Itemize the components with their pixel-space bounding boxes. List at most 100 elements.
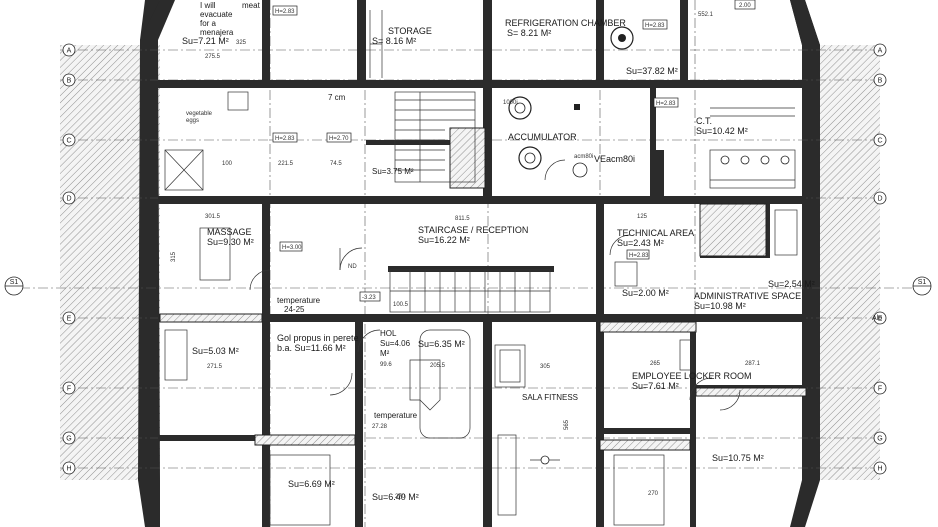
acm-label-2: acm80i — [606, 154, 635, 164]
outer-chamfer-left — [140, 0, 175, 40]
svg-text:74.5: 74.5 — [330, 161, 342, 167]
area-254: Su=2.54 M² — [768, 279, 815, 289]
ct-area: Su=10.42 M² — [696, 126, 748, 136]
svg-text:ND: ND — [348, 264, 357, 270]
note-line-1: I will — [200, 1, 216, 10]
facade-hatch-top — [60, 45, 150, 57]
svg-text:2.00: 2.00 — [739, 3, 751, 9]
eggs-label: eggs — [186, 118, 199, 124]
svg-text:27.28: 27.28 — [372, 424, 388, 430]
svg-text:H=2.83: H=2.83 — [275, 9, 295, 15]
temperature-1-range: 24-25 — [284, 305, 305, 314]
svg-text:F: F — [67, 386, 71, 393]
svg-text:-3.23: -3.23 — [362, 295, 376, 301]
svg-text:221.5: 221.5 — [278, 161, 294, 167]
accumulator-name: ACCUMULATOR — [508, 132, 577, 142]
staircase-area: Su=16.22 M² — [418, 235, 470, 245]
gol-line-2: b.a. Su=11.66 M² — [277, 343, 346, 353]
svg-text:D: D — [877, 196, 882, 203]
dimension-labels: 325 275.5 100 221.5 74.5 811.5 301.5 125… — [171, 12, 761, 500]
fitness-equipment — [409, 329, 560, 516]
svg-text:271.5: 271.5 — [207, 364, 223, 370]
acm-label: acm80i — [574, 154, 593, 160]
area-3782: Su=37.82 M² — [626, 66, 678, 76]
storage-name: STORAGE — [388, 26, 432, 36]
area-721: Su=7.21 M² — [182, 36, 229, 46]
pipe-manifold — [709, 107, 796, 189]
svg-text:125: 125 — [637, 214, 648, 220]
svg-text:325: 325 — [236, 40, 247, 46]
svg-text:H=2.83: H=2.83 — [645, 23, 665, 29]
area-200: Su=2.00 M² — [622, 288, 669, 298]
svg-text:99.6: 99.6 — [380, 362, 392, 368]
locker-area: Su=7.61 M² — [632, 381, 679, 391]
ve-label: VE — [594, 154, 606, 164]
storage-area: S= 8.16 M² — [372, 36, 416, 46]
area-635: Su=6.35 M² — [418, 339, 465, 349]
svg-text:G: G — [877, 436, 882, 443]
vegetable-label: vegetable — [186, 111, 213, 117]
svg-text:H: H — [66, 466, 71, 473]
svg-text:565: 565 — [564, 419, 570, 430]
admin-area: Su=10.98 M² — [694, 301, 746, 311]
facade-hatch-right — [805, 45, 880, 480]
svg-text:552.1: 552.1 — [698, 12, 714, 18]
svg-text:E: E — [67, 316, 72, 323]
height-tags: H=2.83 H=2.83 H=2.83 H=2.83 H=2.70 H=3.0… — [272, 0, 756, 302]
fixtures — [164, 91, 798, 526]
svg-text:301.5: 301.5 — [205, 214, 221, 220]
refrig-area: S= 8.21 M² — [507, 28, 551, 38]
outer-chamfer-right — [790, 0, 820, 45]
svg-text:H=2.83: H=2.83 — [275, 136, 295, 142]
note-line-2: evacuate — [200, 10, 233, 19]
svg-text:B: B — [878, 78, 883, 85]
gol-line-1: Gol propus in perete — [277, 333, 359, 343]
svg-text:E: E — [878, 316, 883, 323]
svg-text:270: 270 — [395, 494, 406, 500]
hatched-walls — [159, 127, 807, 451]
outer-wall-right — [790, 0, 820, 527]
svg-text:G: G — [66, 436, 71, 443]
area-375: Su=3.75 M² — [372, 167, 414, 176]
facade-hatch-left — [60, 45, 160, 480]
svg-text:H=2.83: H=2.83 — [629, 253, 649, 259]
svg-text:C: C — [877, 138, 882, 145]
svg-text:H=2.70: H=2.70 — [329, 136, 349, 142]
area-669: Su=6.69 M² — [288, 479, 335, 489]
alo-label: Alo — [872, 315, 882, 322]
svg-text:B: B — [67, 78, 72, 85]
temperature-2: temperature — [374, 411, 418, 420]
svg-text:D: D — [66, 196, 71, 203]
outer-wall — [138, 0, 160, 527]
hol-area: Su=4.06 — [380, 339, 411, 348]
area-1075: Su=10.75 M² — [712, 453, 764, 463]
svg-text:A: A — [878, 48, 883, 55]
svg-text:287.1: 287.1 — [745, 361, 761, 367]
svg-text:265: 265 — [650, 361, 661, 367]
staircase-name: STAIRCASE / RECEPTION — [418, 225, 528, 235]
note-line-4: menajera — [200, 28, 234, 37]
area-640: Su=6.40 M² — [372, 492, 419, 502]
svg-text:205.5: 205.5 — [430, 363, 446, 369]
admin-name: ADMINISTRATIVE SPACE — [694, 291, 801, 301]
section-marker-right: S1 — [912, 276, 932, 296]
meat-label: meat — [242, 1, 261, 10]
interior-walls — [158, 0, 806, 527]
svg-text:H=2.83: H=2.83 — [656, 101, 676, 107]
hol-unit: M² — [380, 349, 390, 358]
section-marker-left: S1 — [4, 276, 24, 296]
technical-name: TECHNICAL AREA — [617, 228, 694, 238]
stairs-storage — [369, 10, 383, 78]
area-503: Su=5.03 M² — [192, 346, 239, 356]
room-labels: I will evacuate for a menajera meat Su=7… — [182, 1, 815, 502]
svg-text:C: C — [66, 138, 71, 145]
accumulator-tanks — [508, 26, 634, 178]
svg-text:270: 270 — [648, 491, 659, 497]
svg-text:A: A — [67, 48, 72, 55]
svg-text:305: 305 — [540, 364, 551, 370]
axis-markers-left: A B C D E F G H — [62, 43, 76, 475]
svg-text:H=3.00: H=3.00 — [282, 245, 302, 251]
ct-name: C.T. — [696, 116, 712, 126]
svg-text:1000i: 1000i — [503, 100, 518, 106]
